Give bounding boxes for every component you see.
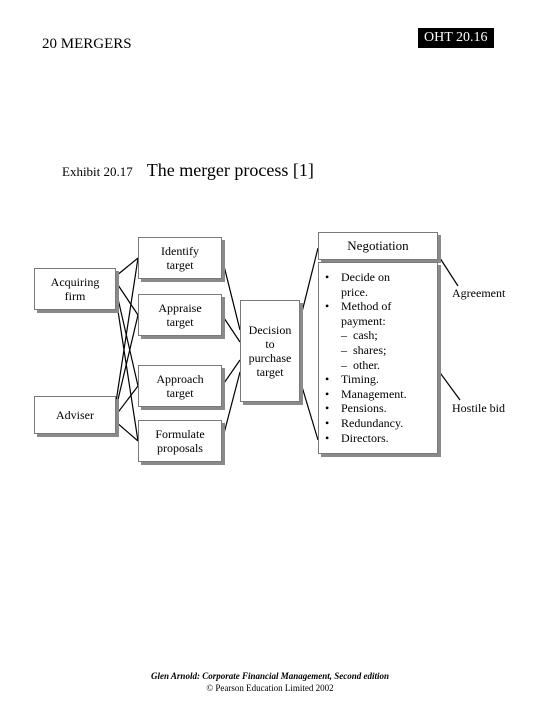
negotiation-title-box: Negotiation	[318, 232, 438, 260]
negotiation-item-text: Redundancy.	[341, 415, 404, 430]
negotiation-item-text: price.	[341, 284, 368, 299]
bullet-marker: •	[325, 270, 330, 284]
negotiation-item: • Redundancy.	[325, 416, 433, 431]
bullet-marker: –	[341, 342, 347, 357]
exhibit-number: Exhibit 20.17	[62, 164, 133, 179]
adviser-label: Adviser	[56, 408, 94, 422]
negotiation-item: payment:	[325, 314, 433, 329]
bullet-marker: •	[325, 372, 330, 387]
exhibit-title: The merger process [1]	[146, 160, 314, 180]
negotiation-item: price.	[325, 285, 433, 300]
bullet-marker: •	[325, 415, 330, 430]
step-label-line: target	[166, 258, 194, 272]
step-label-line: Approach	[156, 372, 204, 386]
negotiation-item-text: Decide on	[341, 270, 390, 284]
negotiation-item: • Timing.	[325, 372, 433, 387]
negotiation-item-text: Pensions.	[341, 401, 387, 416]
bullet-marker: –	[341, 328, 347, 343]
negotiation-item: –other.	[325, 358, 433, 373]
step-formulate-proposals: Formulate proposals	[138, 420, 222, 462]
negotiation-item-text: payment:	[341, 313, 386, 328]
bullet-marker: •	[325, 386, 330, 401]
step-label-line: target	[166, 315, 194, 329]
negotiation-item-text: Management.	[341, 386, 407, 401]
step-label-line: Identify	[161, 244, 199, 258]
step-approach-target: Approach target	[138, 365, 222, 407]
negotiation-item: • Method of	[325, 299, 433, 314]
step-label-line: proposals	[156, 441, 203, 455]
outcome-hostile-bid: Hostile bid	[452, 401, 505, 415]
footer-copyright: © Pearson Education Limited 2002	[206, 683, 334, 693]
negotiation-item-text: shares;	[353, 342, 387, 357]
exhibit-heading: Exhibit 20.17 The merger process [1]	[62, 160, 314, 181]
slide-number-badge: OHT 20.16	[418, 28, 494, 48]
decision-label-line: purchase	[248, 351, 292, 365]
bullet-marker: •	[325, 299, 330, 314]
outcome-agreement: Agreement	[452, 286, 506, 300]
adviser-box: Adviser	[34, 396, 116, 434]
footer-citation: Glen Arnold: Corporate Financial Managem…	[151, 671, 389, 681]
negotiation-item-text: Method of	[341, 299, 392, 314]
negotiation-item: • Pensions.	[325, 401, 433, 416]
step-label-line: target	[166, 386, 194, 400]
section-title: 20 MERGERS	[42, 36, 132, 52]
step-identify-target: Identify target	[138, 237, 222, 279]
negotiation-item: • Decide on	[325, 270, 433, 285]
acquiring-firm-label-line: firm	[64, 289, 86, 303]
acquiring-firm-label-line: Acquiring	[50, 275, 100, 289]
bullet-marker	[325, 314, 341, 329]
decision-to-purchase-box: Decision to purchase target	[240, 300, 300, 402]
decision-label-line: to	[265, 337, 275, 351]
negotiation-item: –shares;	[325, 343, 433, 358]
negotiation-item: –cash;	[325, 328, 433, 343]
negotiation-item-text: other.	[353, 357, 380, 372]
footer: Glen Arnold: Corporate Financial Managem…	[0, 670, 540, 694]
step-label-line: Appraise	[158, 301, 202, 315]
negotiation-title: Negotiation	[347, 238, 409, 253]
negotiation-item: • Directors.	[325, 431, 433, 446]
decision-label-line: Decision	[248, 323, 292, 337]
acquiring-firm-box: Acquiring firm	[34, 268, 116, 310]
bullet-marker: •	[325, 401, 330, 416]
decision-label-line: target	[256, 365, 284, 379]
negotiation-item-text: cash;	[353, 328, 378, 343]
bullet-marker	[325, 285, 341, 300]
negotiation-item-text: Directors.	[341, 430, 389, 445]
bullet-marker: •	[325, 430, 330, 445]
step-appraise-target: Appraise target	[138, 294, 222, 336]
negotiation-item: • Management.	[325, 387, 433, 402]
negotiation-item-text: Timing.	[341, 372, 379, 387]
bullet-marker: –	[341, 357, 347, 372]
step-label-line: Formulate	[155, 427, 205, 441]
